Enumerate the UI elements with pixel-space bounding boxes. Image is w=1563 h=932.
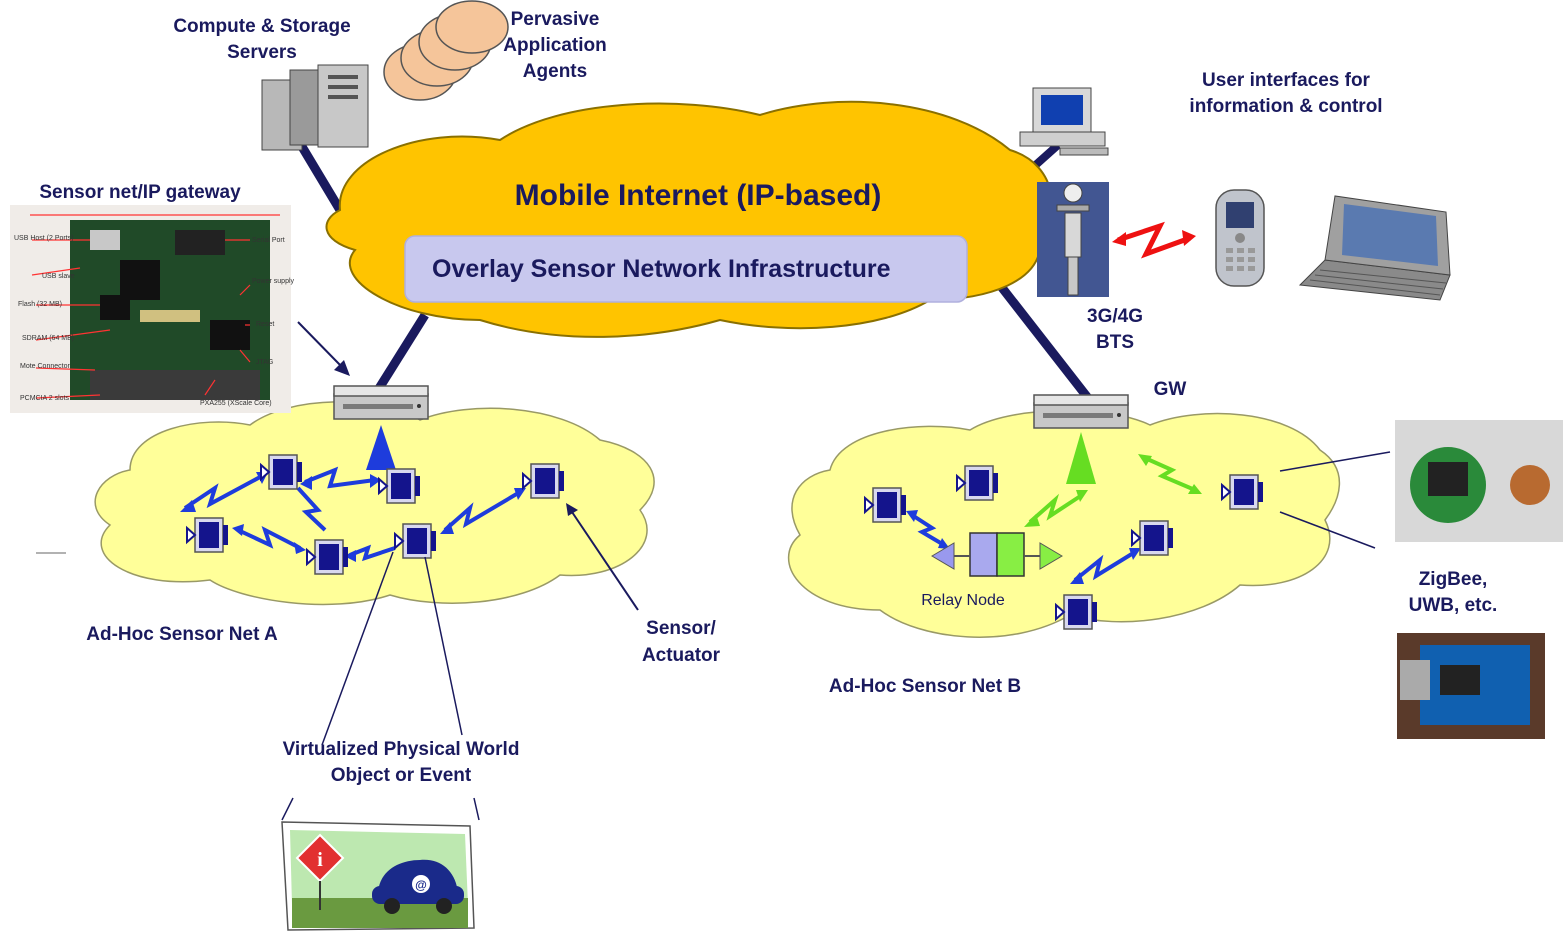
net-b-label: Ad-Hoc Sensor Net B — [829, 676, 1021, 697]
user-ui-label-1: User interfaces for — [1202, 70, 1371, 91]
wireless-link — [1144, 456, 1196, 492]
handheld-communicator-icon — [1298, 195, 1451, 301]
zigbee-label-1: ZigBee, — [1419, 569, 1488, 590]
zigbee-mote-photo — [1395, 420, 1563, 542]
net-a-links — [183, 466, 522, 562]
net-b-blue-heads — [906, 510, 1141, 584]
net-a-label: Ad-Hoc Sensor Net A — [86, 624, 278, 645]
wireless-link — [443, 490, 522, 532]
board-note-serial: Serial Port — [252, 237, 285, 244]
relay-node-label: Relay Node — [921, 592, 1005, 609]
zigbee-label-2: UWB, etc. — [1409, 595, 1498, 616]
net-a-link-heads — [180, 472, 526, 562]
gw-a-backbone-link — [374, 312, 429, 393]
board-note-reset: Reset — [256, 321, 274, 328]
board-note-pcmcia: PCMCIA 2 slots — [20, 395, 70, 402]
virtual-object-line — [321, 551, 394, 746]
desktop-pc-icon — [1019, 87, 1109, 156]
virtualized-label-2: Object or Event — [331, 765, 472, 786]
gateway-a-icon — [333, 385, 429, 420]
car-icon: @ — [372, 859, 464, 914]
board-note-power: Power supply — [252, 278, 295, 285]
virtual-object-line — [424, 556, 463, 736]
virtual-world-scene: i @ — [281, 821, 475, 931]
mobile-phone-icon — [1215, 189, 1265, 287]
gateway-b-beam-icon — [1066, 432, 1096, 484]
board-note-flash: Flash (32 MB) — [18, 301, 62, 308]
board-pointer-arrow — [297, 321, 350, 376]
wireless-link — [1073, 550, 1137, 582]
zigbee-pointer-line — [1279, 511, 1376, 549]
gateway-a-beam-icon — [366, 425, 396, 470]
wireless-link — [910, 513, 946, 547]
board-note-pxa: PXA255 (XScale Core) — [200, 400, 272, 407]
cellular-link-icon — [1112, 221, 1196, 259]
net-b-blue-links — [910, 513, 1137, 582]
agents-label-1: Pervasive — [511, 9, 600, 30]
compute-servers-label-2: Servers — [227, 42, 297, 63]
agents-label-3: Agents — [523, 61, 587, 82]
board-note-sdram: SDRAM (64 MB) — [22, 335, 74, 342]
board-note-usb-slave: USB slave — [42, 273, 75, 280]
sensor-net-a-cloud — [94, 401, 655, 606]
gateway-board-label: Sensor net/IP gateway — [39, 182, 241, 203]
svg-text:i: i — [317, 849, 323, 871]
bts-tower-icon — [1037, 182, 1109, 297]
virtualized-label-1: Virtualized Physical World — [283, 739, 520, 760]
agents-label-2: Application — [503, 35, 606, 56]
wireless-link — [304, 466, 376, 489]
net-b-green-links — [1028, 456, 1196, 524]
gateway-board-photo: USB Host (2 Ports) USB slave Flash (32 M… — [10, 205, 295, 413]
relay-node-icon — [931, 532, 1063, 577]
wireless-link — [296, 486, 327, 532]
gateway-b-icon — [1033, 394, 1129, 429]
sensor-board-photo — [1397, 633, 1545, 739]
bts-label-2: BTS — [1096, 332, 1134, 353]
bts-label-1: 3G/4G — [1087, 306, 1143, 327]
agents-disc-icon — [383, 0, 509, 101]
zigbee-pointer-line — [1279, 451, 1391, 472]
wireless-link — [1028, 493, 1084, 524]
mobile-internet-label: Mobile Internet (IP-based) — [515, 179, 882, 212]
board-note-jtag: JTAG — [256, 359, 273, 366]
user-ui-label-2: information & control — [1189, 96, 1382, 117]
overlay-label: Overlay Sensor Network Infrastructure — [432, 255, 891, 283]
overlay-box — [404, 235, 968, 303]
gw-label: GW — [1154, 379, 1187, 400]
wireless-link — [237, 525, 301, 550]
board-note-usb-host: USB Host (2 Ports) — [14, 235, 74, 242]
wireless-link — [183, 474, 263, 510]
sensor-actuator-label-2: Actuator — [642, 645, 721, 666]
sensor-pointer-arrow — [566, 503, 639, 611]
board-note-mote: Mote Connector — [20, 363, 70, 370]
net-b-green-heads — [1024, 454, 1202, 527]
virtual-object-line — [281, 797, 294, 821]
sensor-actuator-label-1: Sensor/ — [646, 618, 716, 639]
compute-servers-label-1: Compute & Storage — [173, 16, 350, 37]
wireless-link — [349, 544, 396, 562]
svg-text:@: @ — [415, 878, 427, 892]
virtual-object-line — [473, 797, 480, 821]
server-icon — [261, 64, 369, 151]
